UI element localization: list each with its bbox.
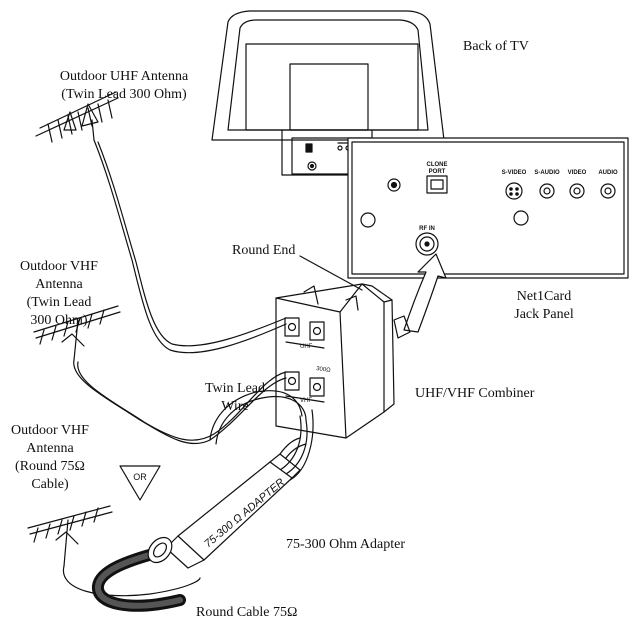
audio-label: AUDIO <box>598 170 618 176</box>
twin-lead-wire-label: Twin Lead Wire <box>198 380 272 416</box>
vhf-antenna-twin <box>33 305 121 361</box>
vhf-antenna-round-line-2: Antenna <box>26 441 74 456</box>
uhf-antenna-label: Outdoor UHF Antenna (Twin Lead 300 Ohm) <box>30 68 218 104</box>
uhf-antenna <box>35 91 119 143</box>
vhf-antenna-round-line-1: Outdoor VHF <box>11 423 89 438</box>
combiner-box <box>275 283 411 439</box>
jack-panel-label-line-2: Jack Panel <box>514 307 574 322</box>
or-badge-triangle <box>119 465 161 501</box>
uhf-antenna-label-line-1: Outdoor UHF Antenna <box>59 69 189 84</box>
vhf-antenna-twin-line-1: Outdoor VHF <box>20 259 98 274</box>
vhf-antenna-twin-label: Outdoor VHF Antenna (Twin Lead 300 Ohm) <box>4 258 114 330</box>
rf-in-label: RF IN <box>419 226 435 232</box>
combiner-vhf-label: VHF <box>300 398 312 404</box>
rf-connection-arrow <box>403 253 447 333</box>
combiner-label: UHF/VHF Combiner <box>415 386 535 401</box>
clone-port-label-2: PORT <box>429 169 446 175</box>
round-end-label: Round End <box>232 243 296 258</box>
or-badge-text: OR <box>133 472 147 482</box>
round-end-leader <box>299 255 363 291</box>
round-coax-cable <box>92 536 186 612</box>
vhf-antenna-twin-line-4: 300 Ohm) <box>30 313 88 328</box>
vhf-antenna-twin-line-2: Antenna <box>35 277 83 292</box>
adapter-body <box>165 437 307 569</box>
vhf-antenna-round-label: Outdoor VHF Antenna (Round 75Ω Cable) <box>0 422 100 494</box>
jack-panel-label-line-1: Net1Card <box>516 289 572 304</box>
twin-lead-wire-line-2: Wire <box>221 399 249 414</box>
round-cable-label: Round Cable 75Ω <box>196 605 298 620</box>
vhf-antenna-round-line-3: (Round 75Ω <box>15 459 85 474</box>
vhf-antenna-twin-line-3: (Twin Lead <box>26 295 92 310</box>
back-of-tv-label: Back of TV <box>463 39 529 54</box>
jack-panel <box>347 137 629 279</box>
adapter-label: 75-300 Ohm Adapter <box>286 537 405 552</box>
twin-lead-wires <box>62 139 314 597</box>
vhf-antenna-round <box>27 505 113 567</box>
twin-lead-wire-line-1: Twin Lead <box>204 381 266 396</box>
s-video-label: S-VIDEO <box>502 170 527 176</box>
uhf-antenna-label-line-2: (Twin Lead 300 Ohm) <box>61 87 187 102</box>
clone-port-label-1: CLONE <box>427 162 448 168</box>
video-label: VIDEO <box>568 170 587 176</box>
combiner-uhf-label: UHF <box>300 344 313 350</box>
combiner-ohms-label: 300Ω <box>316 366 332 374</box>
s-audio-label: S-AUDIO <box>534 170 560 176</box>
jack-panel-label: Net1Card Jack Panel <box>504 288 584 324</box>
vhf-antenna-round-line-4: Cable) <box>31 477 69 492</box>
